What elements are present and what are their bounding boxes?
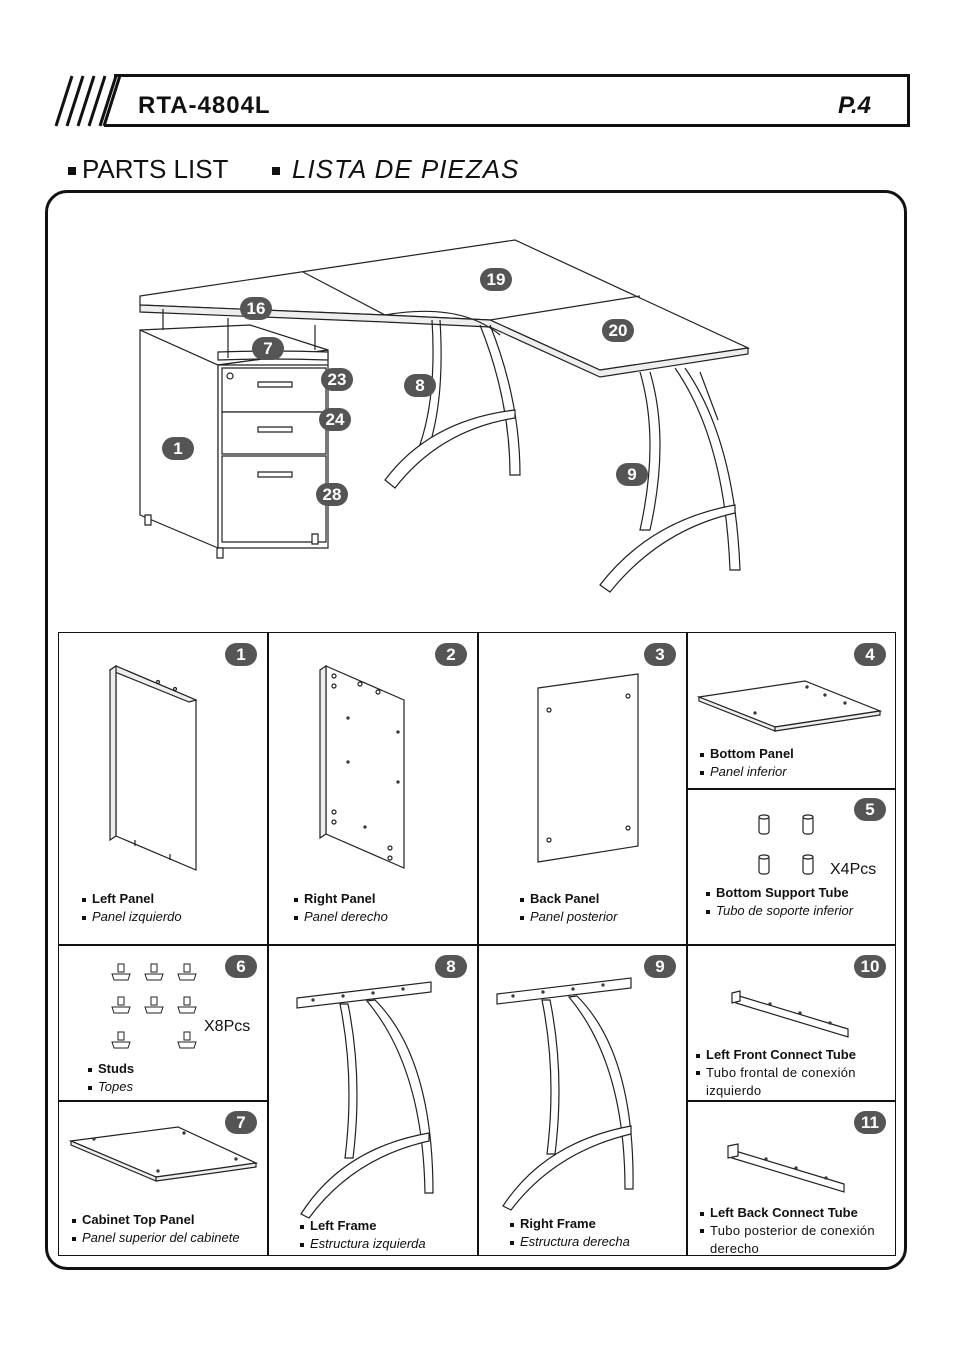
part-1-label: Left Panel Panel izquierdo bbox=[82, 890, 182, 926]
page-number: P.4 bbox=[838, 92, 871, 119]
studs-illustration bbox=[110, 962, 210, 1057]
part-7-badge: 7 bbox=[225, 1111, 257, 1134]
callout-1: 1 bbox=[162, 437, 194, 460]
callout-24: 24 bbox=[319, 408, 351, 431]
callout-7: 7 bbox=[252, 337, 284, 360]
grid-line bbox=[686, 1100, 896, 1102]
part-9-badge: 9 bbox=[644, 955, 676, 978]
model-number: RTA-4804L bbox=[138, 92, 271, 119]
part-5-badge: 5 bbox=[854, 798, 886, 821]
part-4-label: Bottom Panel Panel inferior bbox=[700, 745, 794, 781]
desk-overview-illustration bbox=[0, 0, 954, 620]
part-6-label: Studs Topes bbox=[88, 1060, 134, 1096]
part-3-badge: 3 bbox=[644, 643, 676, 666]
callout-28: 28 bbox=[316, 483, 348, 506]
part-9-label: Right Frame Estructura derecha bbox=[510, 1215, 630, 1251]
part-11-badge: 11 bbox=[854, 1111, 886, 1134]
cabinet-top-panel-illustration bbox=[68, 1125, 263, 1185]
part-10-badge: 10 bbox=[854, 955, 886, 978]
left-front-connect-tube-illustration bbox=[730, 985, 860, 1045]
right-frame-illustration bbox=[495, 974, 645, 1214]
part-10-label: Left Front Connect Tube Tubo frontal de … bbox=[696, 1046, 891, 1100]
part-6-quantity: X8Pcs bbox=[204, 1018, 251, 1035]
part-8-label: Left Frame Estructura izquierda bbox=[300, 1217, 426, 1253]
grid-line bbox=[58, 1100, 267, 1102]
part-6-badge: 6 bbox=[225, 955, 257, 978]
back-panel-illustration bbox=[535, 670, 645, 870]
section-title-en: PARTS LIST bbox=[68, 154, 228, 185]
bottom-panel-illustration bbox=[695, 675, 885, 735]
part-5-label: Bottom Support Tube Tubo de soporte infe… bbox=[706, 884, 853, 920]
grid-line bbox=[267, 632, 269, 944]
callout-23: 23 bbox=[321, 368, 353, 391]
right-panel-illustration bbox=[320, 662, 420, 872]
callout-9: 9 bbox=[616, 463, 648, 486]
callout-19: 19 bbox=[480, 268, 512, 291]
grid-line bbox=[58, 944, 896, 946]
left-frame-illustration bbox=[293, 978, 443, 1218]
part-4-badge: 4 bbox=[854, 643, 886, 666]
callout-16: 16 bbox=[240, 297, 272, 320]
part-2-label: Right Panel Panel derecho bbox=[294, 890, 388, 926]
section-title-es: LISTA DE PIEZAS bbox=[272, 154, 519, 185]
part-1-badge: 1 bbox=[225, 643, 257, 666]
part-3-label: Back Panel Panel posterior bbox=[520, 890, 617, 926]
left-panel-illustration bbox=[110, 662, 210, 872]
parts-frame bbox=[45, 190, 907, 1270]
part-2-badge: 2 bbox=[435, 643, 467, 666]
part-5-quantity: X4Pcs bbox=[830, 861, 877, 878]
part-11-label: Left Back Connect Tube Tubo posterior de… bbox=[700, 1204, 892, 1258]
header-box bbox=[114, 74, 910, 127]
header-stripes bbox=[42, 74, 122, 128]
header-box-slant bbox=[104, 74, 124, 128]
grid-line bbox=[686, 788, 896, 790]
left-back-connect-tube-illustration bbox=[726, 1140, 856, 1200]
part-7-label: Cabinet Top Panel Panel superior del cab… bbox=[72, 1211, 240, 1247]
support-tubes-illustration bbox=[755, 810, 825, 880]
callout-8: 8 bbox=[404, 374, 436, 397]
callout-20: 20 bbox=[602, 319, 634, 342]
part-8-badge: 8 bbox=[435, 955, 467, 978]
grid-line bbox=[267, 944, 269, 1256]
